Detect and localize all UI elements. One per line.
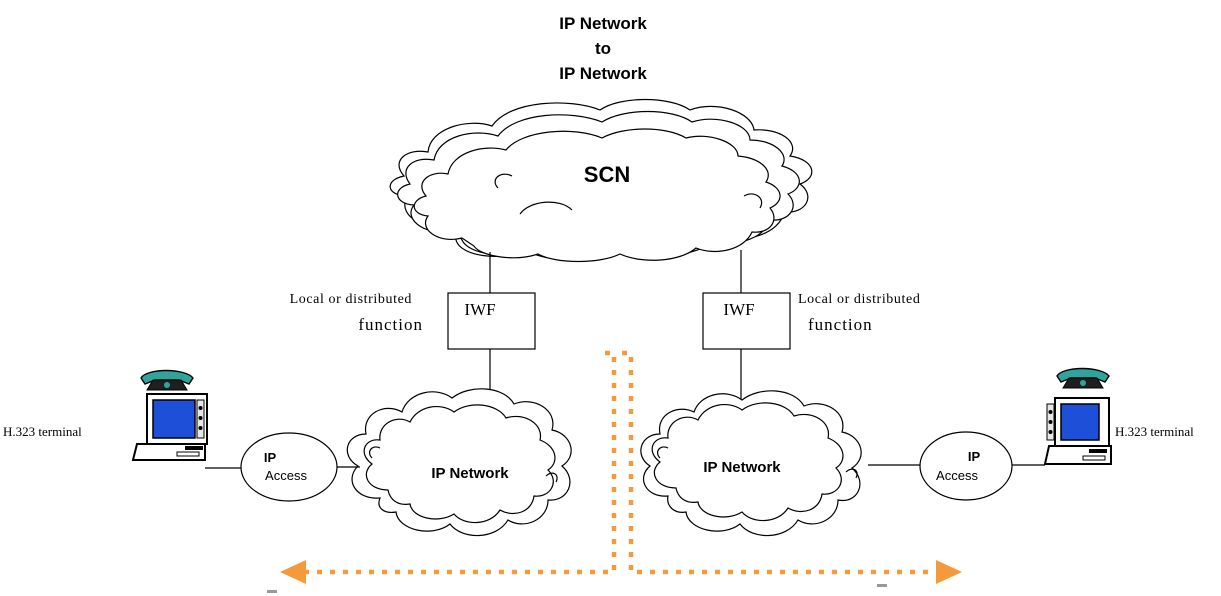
iwf-right-note-line-1: Local or distributed	[798, 292, 920, 307]
terminal-icon	[131, 369, 208, 461]
ip-access-left: IP Access	[240, 432, 338, 502]
flow-arrows	[280, 350, 962, 584]
phone-icon	[1056, 367, 1110, 389]
iwf-box-left: IWF	[447, 292, 536, 350]
marker-right	[877, 584, 887, 587]
title-line-1: IP Network	[559, 14, 647, 33]
iwf-left-note-line-2: function	[358, 315, 423, 334]
iwf-left-note-line-1: Local or distributed	[290, 292, 412, 307]
ip-access-right: IP Access	[919, 431, 1013, 501]
ip-network-cloud-right	[640, 390, 862, 537]
iwf-right-note-line-2: function	[808, 315, 873, 334]
iwf-left-label: IWF	[464, 300, 495, 319]
ip-network-cloud-left	[346, 388, 572, 537]
ip-network-left-label: IP Network	[431, 465, 509, 482]
iwf-right-label: IWF	[723, 300, 754, 319]
ip-network-right-label: IP Network	[703, 459, 781, 476]
scn-cloud	[389, 98, 813, 263]
iwf-box-right: IWF	[702, 292, 791, 350]
terminal-left-label: H.323 terminal	[3, 424, 82, 439]
flow-path-right	[622, 350, 940, 575]
scn-label: SCN	[584, 162, 630, 187]
phone-icon	[140, 369, 194, 391]
ip-access-left-line-2: Access	[265, 468, 307, 483]
terminal-right-label: H.323 terminal	[1115, 424, 1194, 439]
ip-access-right-line-2: Access	[936, 468, 978, 483]
flow-path-left	[300, 350, 617, 575]
flow-arrowhead-right	[936, 560, 962, 584]
marker-left	[267, 590, 277, 593]
title-line-3: IP Network	[559, 64, 647, 83]
flow-arrowhead-left	[280, 560, 306, 584]
diagram-title: IP Network to IP Network	[559, 14, 647, 83]
terminal-icon	[1043, 367, 1112, 465]
ip-access-left-line-1: IP	[264, 450, 277, 465]
ip-access-right-line-1: IP	[968, 449, 981, 464]
title-line-2: to	[595, 39, 611, 58]
